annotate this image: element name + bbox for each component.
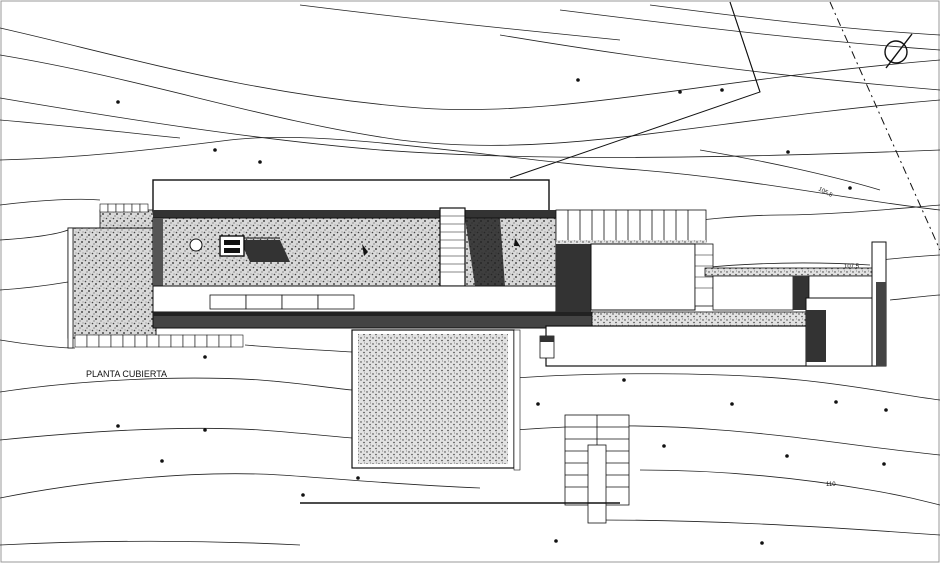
central-patio	[351, 329, 521, 471]
drawing-title: PLANTA CUBIERTA	[86, 369, 167, 379]
right-wing	[539, 209, 887, 367]
contour-label-2: 107.5	[844, 264, 860, 270]
left-terrace	[67, 203, 244, 349]
contour-label-3: 110	[826, 482, 836, 488]
north-arrow-icon	[884, 33, 913, 69]
property-boundary	[509, 1, 940, 251]
main-building-roof	[152, 179, 594, 329]
stair-element	[300, 414, 630, 524]
contour-label-1: 105.5	[817, 186, 834, 199]
survey-points	[116, 78, 888, 545]
